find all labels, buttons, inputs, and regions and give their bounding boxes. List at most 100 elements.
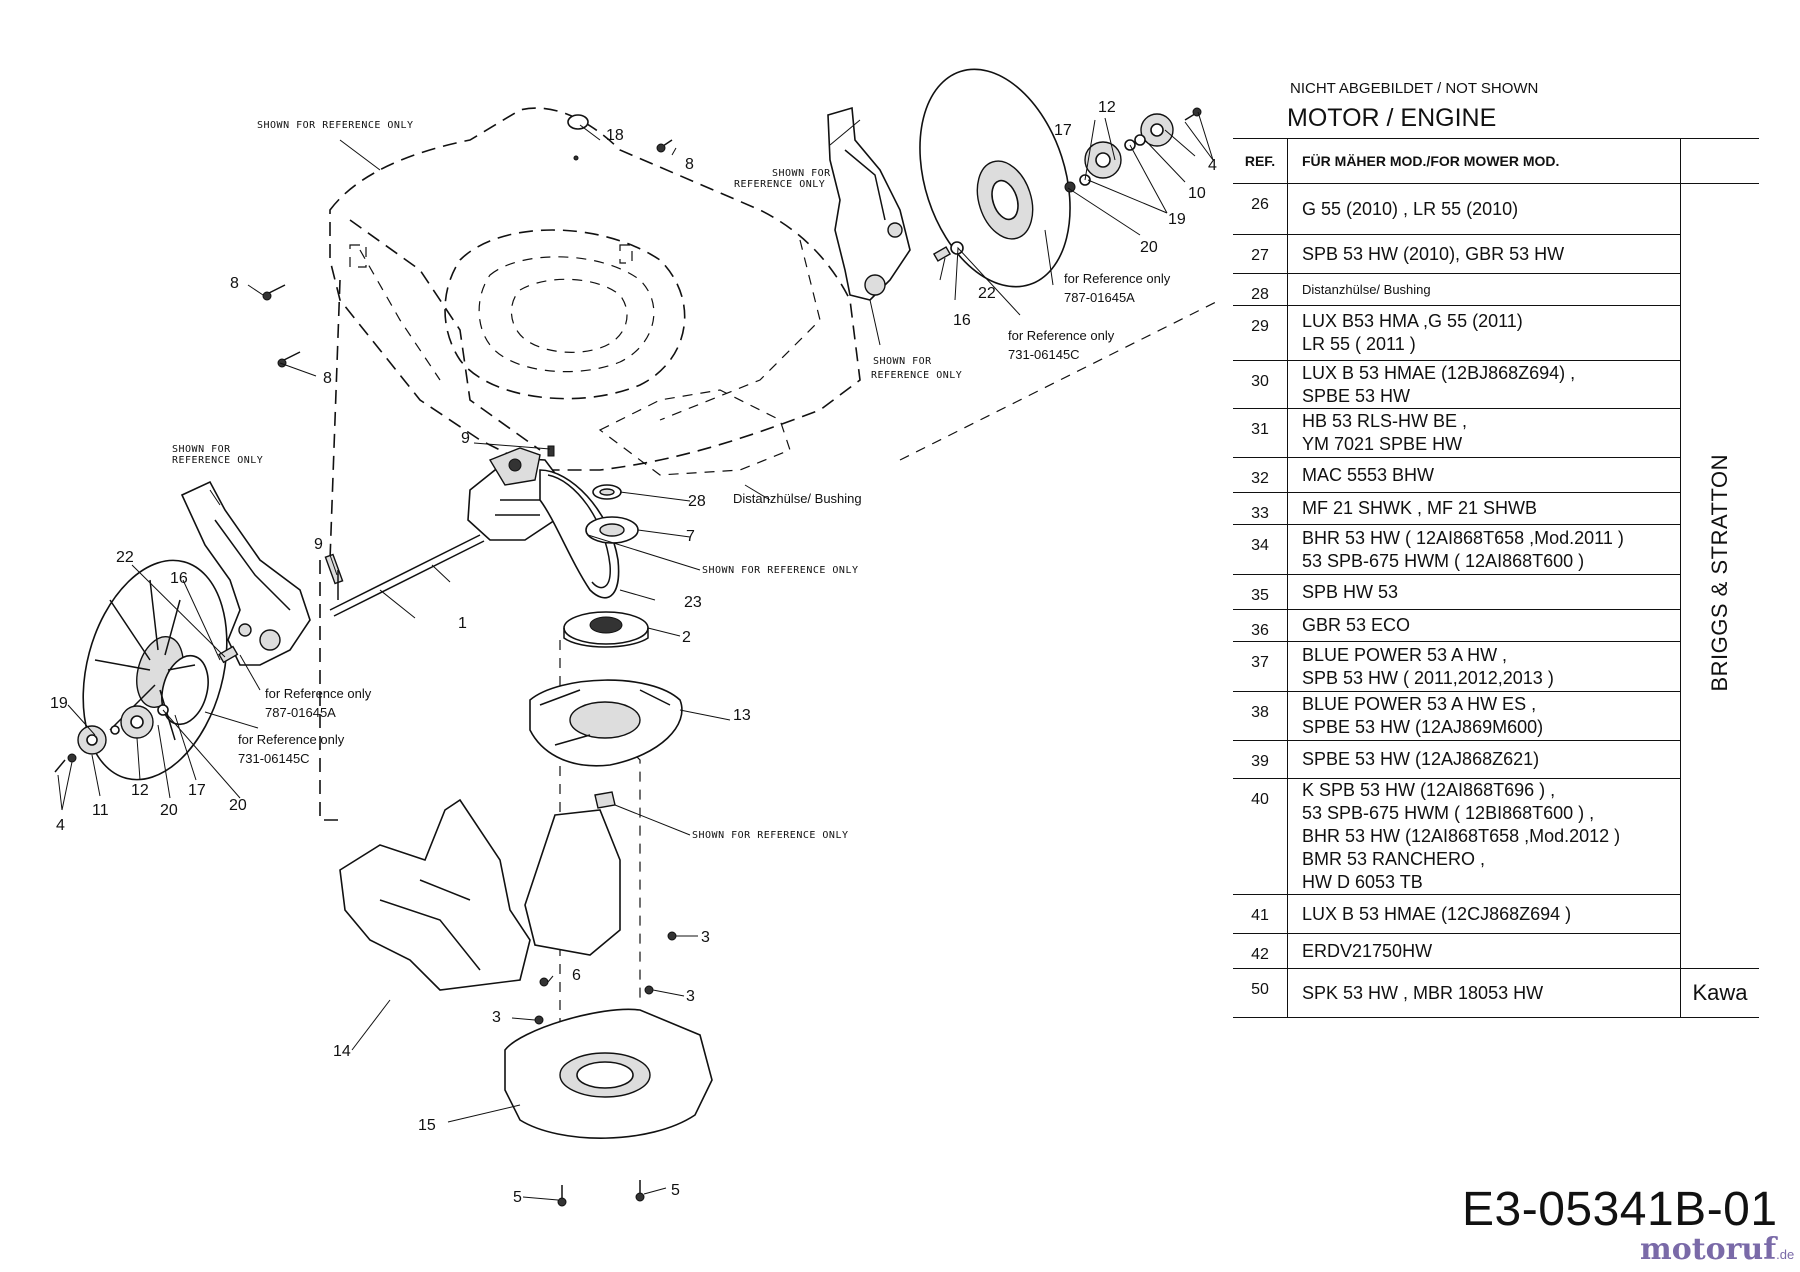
right-wheel-bracket [827,106,911,301]
reference-notes: SHOWN FOR REFERENCE ONLY SHOWN FOR REFER… [172,120,1171,841]
model-line: HW D 6053 TB [1302,872,1423,892]
row-model-list: SPB 53 HW (2010), GBR 53 HW [1287,234,1681,274]
callout-9: 9 [314,536,323,553]
row-ref-number: 28 [1233,273,1288,306]
callout-8: 8 [230,275,239,292]
callout-8: 8 [685,156,694,173]
note-part-number: 787-01645A [1064,290,1135,305]
discharge-chute [339,798,621,991]
callout-19: 19 [1168,211,1186,228]
callout-numbers: 1 2 3 3 3 4 4 5 5 6 7 8 8 8 9 9 10 11 12… [50,99,1217,1206]
table-row: 40 K SPB 53 HW (12AI868T696 ) , 53 SPB-675… [1233,778,1759,895]
cutting-deck-bottom [504,1008,713,1139]
transmission [467,447,561,541]
model-line: Distanzhülse/ Bushing [1302,282,1431,297]
not-shown-label: NICHT ABGEBILDET / NOT SHOWN [1290,80,1539,97]
model-line: 53 SPB-675 HWM ( 12BI868T600 ) , [1302,803,1595,823]
reference-line [899,299,1221,461]
callout-28: 28 [688,493,706,510]
note-shown-for-reference: REFERENCE ONLY [871,370,962,381]
reference-line [609,729,641,1000]
row-model-list: SPK 53 HW , MBR 18053 HW [1287,968,1681,1018]
model-line: G 55 (2010) , LR 55 (2010) [1302,198,1519,219]
drawing-number: E3-05341B-01 [1462,1183,1778,1236]
model-line: LUX B 53 HMAE (12CJ868Z694 ) [1302,903,1572,924]
model-line: ERDV21750HW [1302,940,1433,961]
reference-line [319,279,341,821]
bushing [592,484,622,500]
model-line: MAC 5553 BHW [1302,464,1435,485]
callout-12: 12 [1098,99,1116,116]
row-model-list: ERDV21750HW [1287,933,1681,969]
callout-10: 10 [1188,185,1206,202]
model-line: BMR 53 RANCHERO , [1302,849,1486,869]
note-for-reference-only: for Reference only [1008,328,1115,343]
callout-16: 16 [953,312,971,329]
row-model-list: GBR 53 ECO [1287,609,1681,642]
row-ref-number: 50 [1233,968,1288,1018]
note-shown-for-reference: SHOWN FOR [873,356,932,367]
brand-vertical-label: BRIGGS & STRATTON [1707,454,1732,692]
row-model-list: SPB HW 53 [1287,574,1681,610]
row-ref-number: 32 [1233,457,1288,493]
model-line: LR 55 ( 2011 ) [1302,334,1416,354]
spring-left [218,645,239,664]
row-model-list: MAC 5553 BHW [1287,457,1681,493]
model-line: SPBE 53 HW (12AJ869M600) [1302,717,1544,737]
column-header-ref: REF. [1233,138,1288,184]
callout-16: 16 [170,570,188,587]
model-line: BHR 53 HW ( 12AI868T658 ,Mod.2011 ) [1302,527,1624,548]
note-part-number: 787-01645A [265,705,336,720]
row-ref-number: 35 [1233,574,1288,610]
leader-lines [57,111,1214,1201]
callout-23: 23 [684,594,702,611]
fan-housing [529,679,683,767]
table-row: 27 SPB 53 HW (2010), GBR 53 HW [1233,234,1759,274]
row-ref-number: 27 [1233,234,1288,274]
row-model-list: G 55 (2010) , LR 55 (2010) [1287,183,1681,235]
callout-6: 6 [572,967,581,984]
row-ref-number: 41 [1233,894,1288,934]
row-ref-number: 29 [1233,305,1288,361]
callout-15: 15 [418,1117,436,1134]
callout-13: 13 [733,707,751,724]
callout-7: 7 [686,528,695,545]
callout-22: 22 [116,549,134,566]
note-for-reference-only: for Reference only [265,686,372,701]
row-model-list: BLUE POWER 53 A HW ES ,SPBE 53 HW (12AJ8… [1287,691,1681,741]
model-line: SPB 53 HW ( 2011,2012,2013 ) [1302,667,1554,688]
table-row: 28 Distanzhülse/ Bushing [1233,273,1759,306]
model-line: SPBE 53 HW (12AJ868Z621) [1302,749,1540,769]
screws [262,114,677,1207]
callout-3: 3 [492,1009,501,1026]
row-ref-number: 36 [1233,609,1288,642]
row-model-list: MF 21 SHWK , MF 21 SHWB [1287,492,1681,525]
note-for-reference-only: for Reference only [1064,271,1171,286]
watermark-text: motoruf [1640,1232,1777,1267]
table-header-row: REF. FÜR MÄHER MOD./FOR MOWER MOD. [1233,138,1759,184]
note-shown-for-reference: SHOWN FOR [172,444,231,455]
table-row: 41 LUX B 53 HMAE (12CJ868Z694 ) [1233,894,1759,934]
row-model-list: BLUE POWER 53 A HW ,SPB 53 HW ( 2011,201… [1287,641,1681,692]
row-model-list: BHR 53 HW ( 12AI868T658 ,Mod.2011 )53 SP… [1287,524,1681,575]
row-ref-number: 33 [1233,492,1288,525]
model-line: LUX B 53 HMAE (12BJ868Z694) , [1302,362,1576,383]
row-ref-number: 40 [1233,778,1288,895]
model-line: SPB 53 HW (2010), GBR 53 HW [1302,243,1565,264]
callout-14: 14 [333,1043,351,1060]
note-part-number: 731-06145C [238,751,310,766]
row-model-list: SPBE 53 HW (12AJ868Z621) [1287,740,1681,779]
model-line: K SPB 53 HW (12AI868T696 ) , [1302,780,1556,800]
model-line: SPBE 53 HW [1302,385,1411,406]
note-bushing: Distanzhülse/ Bushing [733,491,862,506]
callout-17: 17 [188,782,206,799]
column-header-brand [1680,138,1759,184]
